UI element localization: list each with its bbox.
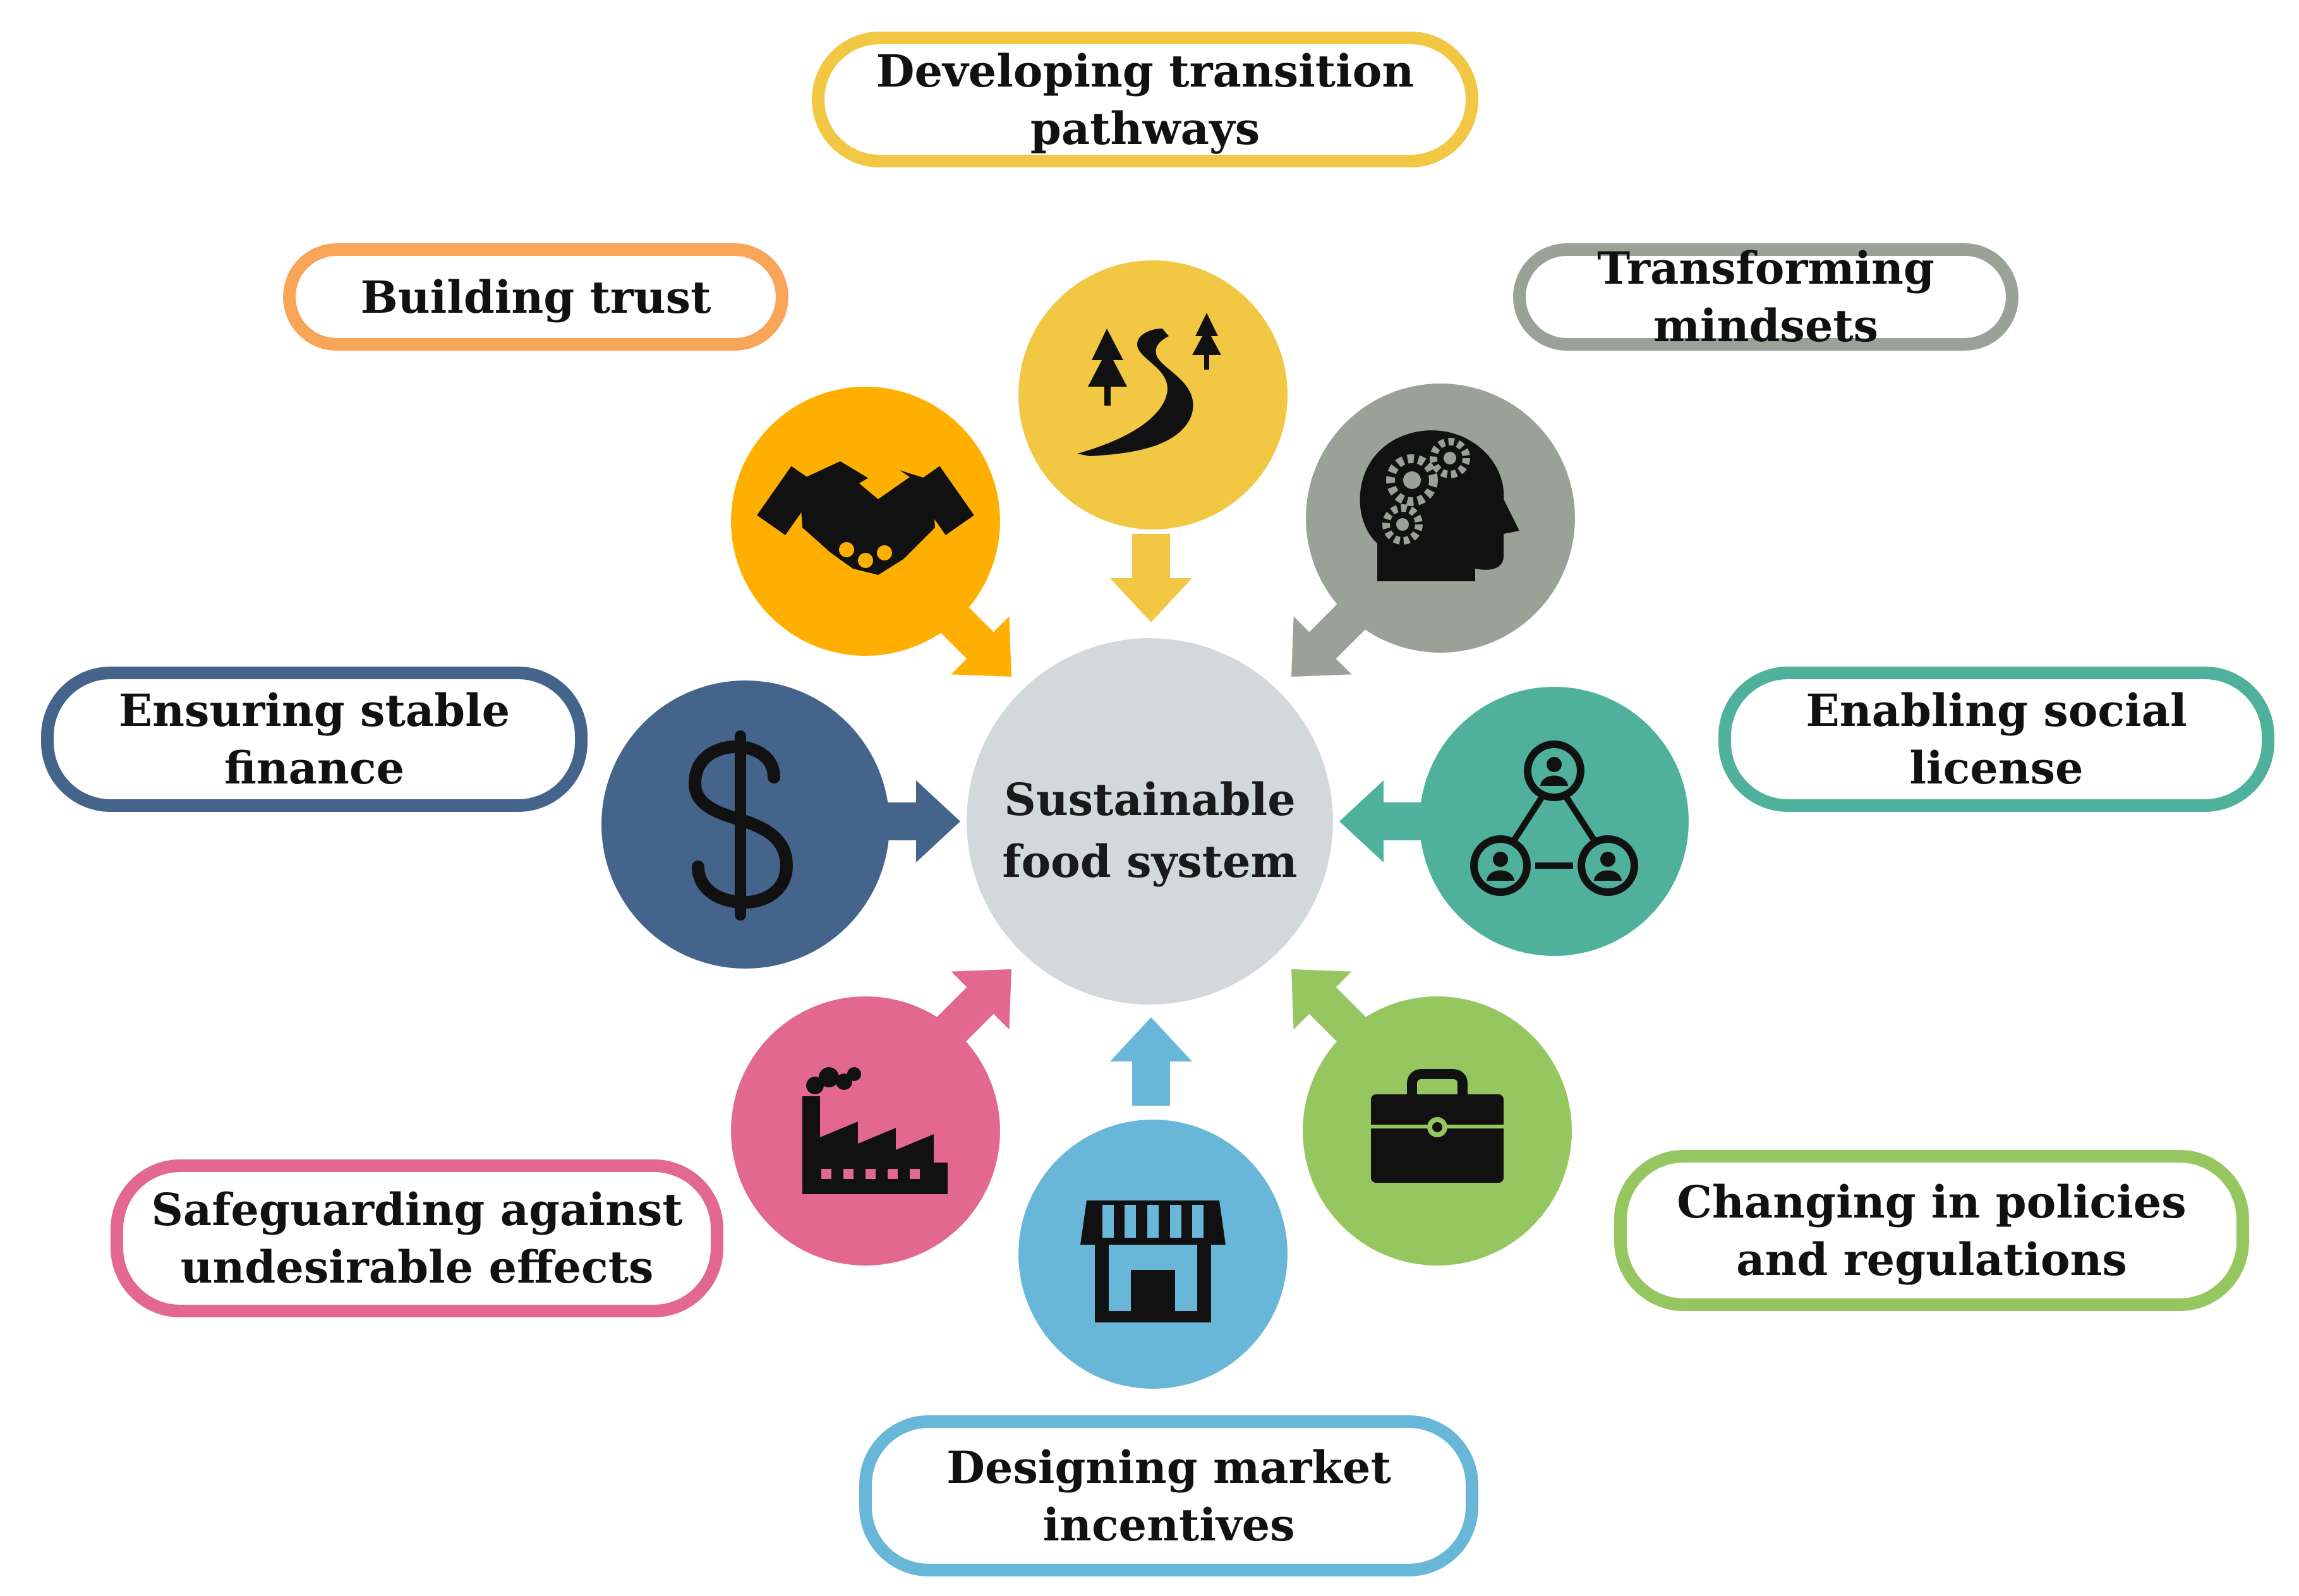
arrow-finance (872, 780, 960, 862)
storefront-icon (1080, 1200, 1226, 1322)
arrow-transition (1110, 534, 1192, 622)
label-enabling-social-license: Enabling social license (1718, 667, 2274, 812)
label-developing-transition-pathways: Developing transition pathways (812, 32, 1478, 167)
arrow-effects (935, 969, 1011, 1046)
arrow-social (1339, 780, 1428, 862)
node-circle-transition (1018, 260, 1288, 529)
label-ensuring-stable-finance: Ensuring stable finance (41, 667, 588, 812)
dollar-sign-icon (688, 730, 793, 921)
label-designing-market-incentives: Designing market incentives (859, 1415, 1478, 1576)
node-circle-effects (731, 996, 1000, 1266)
factory-icon (802, 1067, 948, 1194)
road-with-trees-icon (1077, 313, 1221, 456)
label-changing-in-policies-and-regulations: Changing in policies and regulations (1614, 1150, 2249, 1311)
label-safeguarding-against-undesirable-effects: Safeguarding against undesirable effects (111, 1159, 723, 1317)
node-circle-social (1420, 687, 1689, 956)
briefcase-icon (1371, 1069, 1504, 1183)
head-with-gears-icon (1360, 430, 1519, 581)
label-transforming-mindsets: Transforming mindsets (1513, 242, 2018, 352)
node-circle-market (1018, 1120, 1288, 1389)
center-circle (967, 638, 1333, 1005)
arrow-mindsets (1291, 600, 1368, 677)
label-building-trust: Building trust (283, 243, 788, 351)
arrow-policies (1291, 969, 1368, 1046)
handshake-icon (757, 461, 974, 575)
center-label: Sustainable food system (1002, 773, 1298, 888)
arrow-market (1110, 1017, 1192, 1106)
connected-people-icon (1470, 741, 1638, 896)
